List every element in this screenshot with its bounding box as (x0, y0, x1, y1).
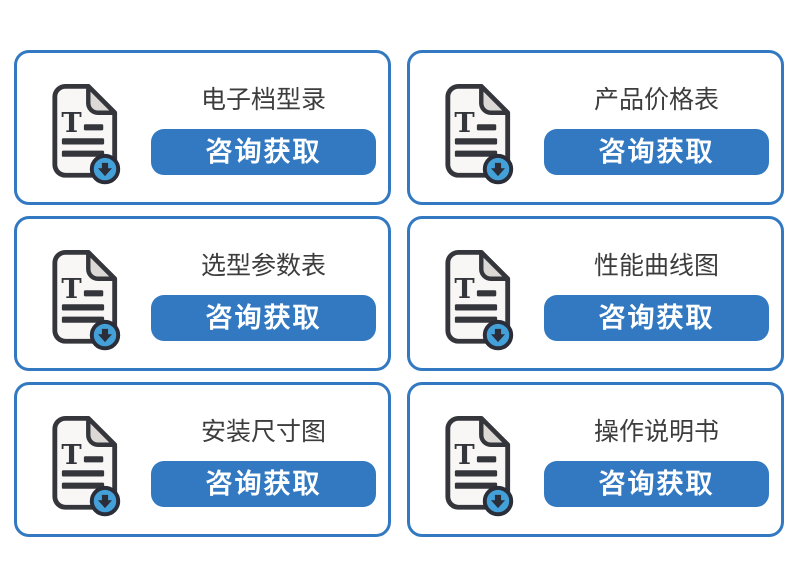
document-download-icon: T (432, 412, 520, 518)
card-title: 性能曲线图 (593, 252, 719, 280)
consult-button[interactable]: 咨询获取 (151, 295, 376, 341)
document-line-1 (454, 137, 498, 144)
card-title: 电子档型录 (200, 86, 326, 114)
document-fold-shape (86, 415, 117, 447)
document-letter: T (61, 107, 82, 139)
document-fold-shape (479, 249, 510, 281)
document-line-1 (454, 303, 498, 310)
document-line-short (83, 123, 104, 130)
download-card: T 电子档型录 咨询获取 (14, 50, 391, 205)
card-content: 电子档型录 咨询获取 (151, 80, 376, 175)
document-download-icon: T (432, 246, 520, 352)
document-download-icon: T (432, 80, 520, 186)
document-line-2 (61, 316, 105, 323)
document-download-icon: T (39, 80, 127, 186)
document-line-short (476, 289, 497, 296)
document-letter: T (454, 273, 475, 305)
document-letter: T (454, 107, 475, 139)
document-download-icon: T (39, 246, 127, 352)
document-fold-shape (86, 249, 117, 281)
document-letter: T (454, 439, 475, 471)
download-arrow-icon (97, 328, 113, 342)
document-fold-shape (479, 83, 510, 115)
document-line-1 (454, 469, 498, 476)
download-arrow-icon (490, 494, 506, 508)
document-fold-shape (86, 83, 117, 115)
card-title: 产品价格表 (593, 86, 719, 114)
card-content: 产品价格表 咨询获取 (544, 80, 769, 175)
document-download-icon: T (39, 412, 127, 518)
document-line-1 (61, 137, 105, 144)
download-card: T 产品价格表 咨询获取 (407, 50, 784, 205)
download-card: T 性能曲线图 咨询获取 (407, 216, 784, 371)
download-card-grid: T 电子档型录 咨询获取 T (14, 50, 784, 537)
card-content: 安装尺寸图 咨询获取 (151, 412, 376, 507)
document-line-short (83, 289, 104, 296)
card-title: 安装尺寸图 (200, 418, 326, 446)
card-content: 性能曲线图 咨询获取 (544, 246, 769, 341)
download-arrow-icon (490, 328, 506, 342)
document-letter: T (61, 439, 82, 471)
document-line-short (476, 455, 497, 462)
consult-button[interactable]: 咨询获取 (544, 461, 769, 507)
consult-button[interactable]: 咨询获取 (544, 295, 769, 341)
card-content: 操作说明书 咨询获取 (544, 412, 769, 507)
consult-button[interactable]: 咨询获取 (151, 129, 376, 175)
document-line-1 (61, 469, 105, 476)
download-card: T 操作说明书 咨询获取 (407, 382, 784, 537)
document-line-1 (61, 303, 105, 310)
consult-button[interactable]: 咨询获取 (544, 129, 769, 175)
document-letter: T (61, 273, 82, 305)
download-arrow-icon (97, 494, 113, 508)
document-line-short (83, 455, 104, 462)
document-line-2 (454, 482, 498, 489)
card-content: 选型参数表 咨询获取 (151, 246, 376, 341)
download-arrow-icon (490, 162, 506, 176)
card-title: 选型参数表 (200, 252, 326, 280)
consult-button[interactable]: 咨询获取 (151, 461, 376, 507)
download-arrow-icon (97, 162, 113, 176)
document-line-2 (454, 150, 498, 157)
card-title: 操作说明书 (593, 418, 719, 446)
document-line-2 (61, 150, 105, 157)
download-card: T 选型参数表 咨询获取 (14, 216, 391, 371)
document-fold-shape (479, 415, 510, 447)
document-line-2 (61, 482, 105, 489)
download-card: T 安装尺寸图 咨询获取 (14, 382, 391, 537)
document-line-2 (454, 316, 498, 323)
document-line-short (476, 123, 497, 130)
